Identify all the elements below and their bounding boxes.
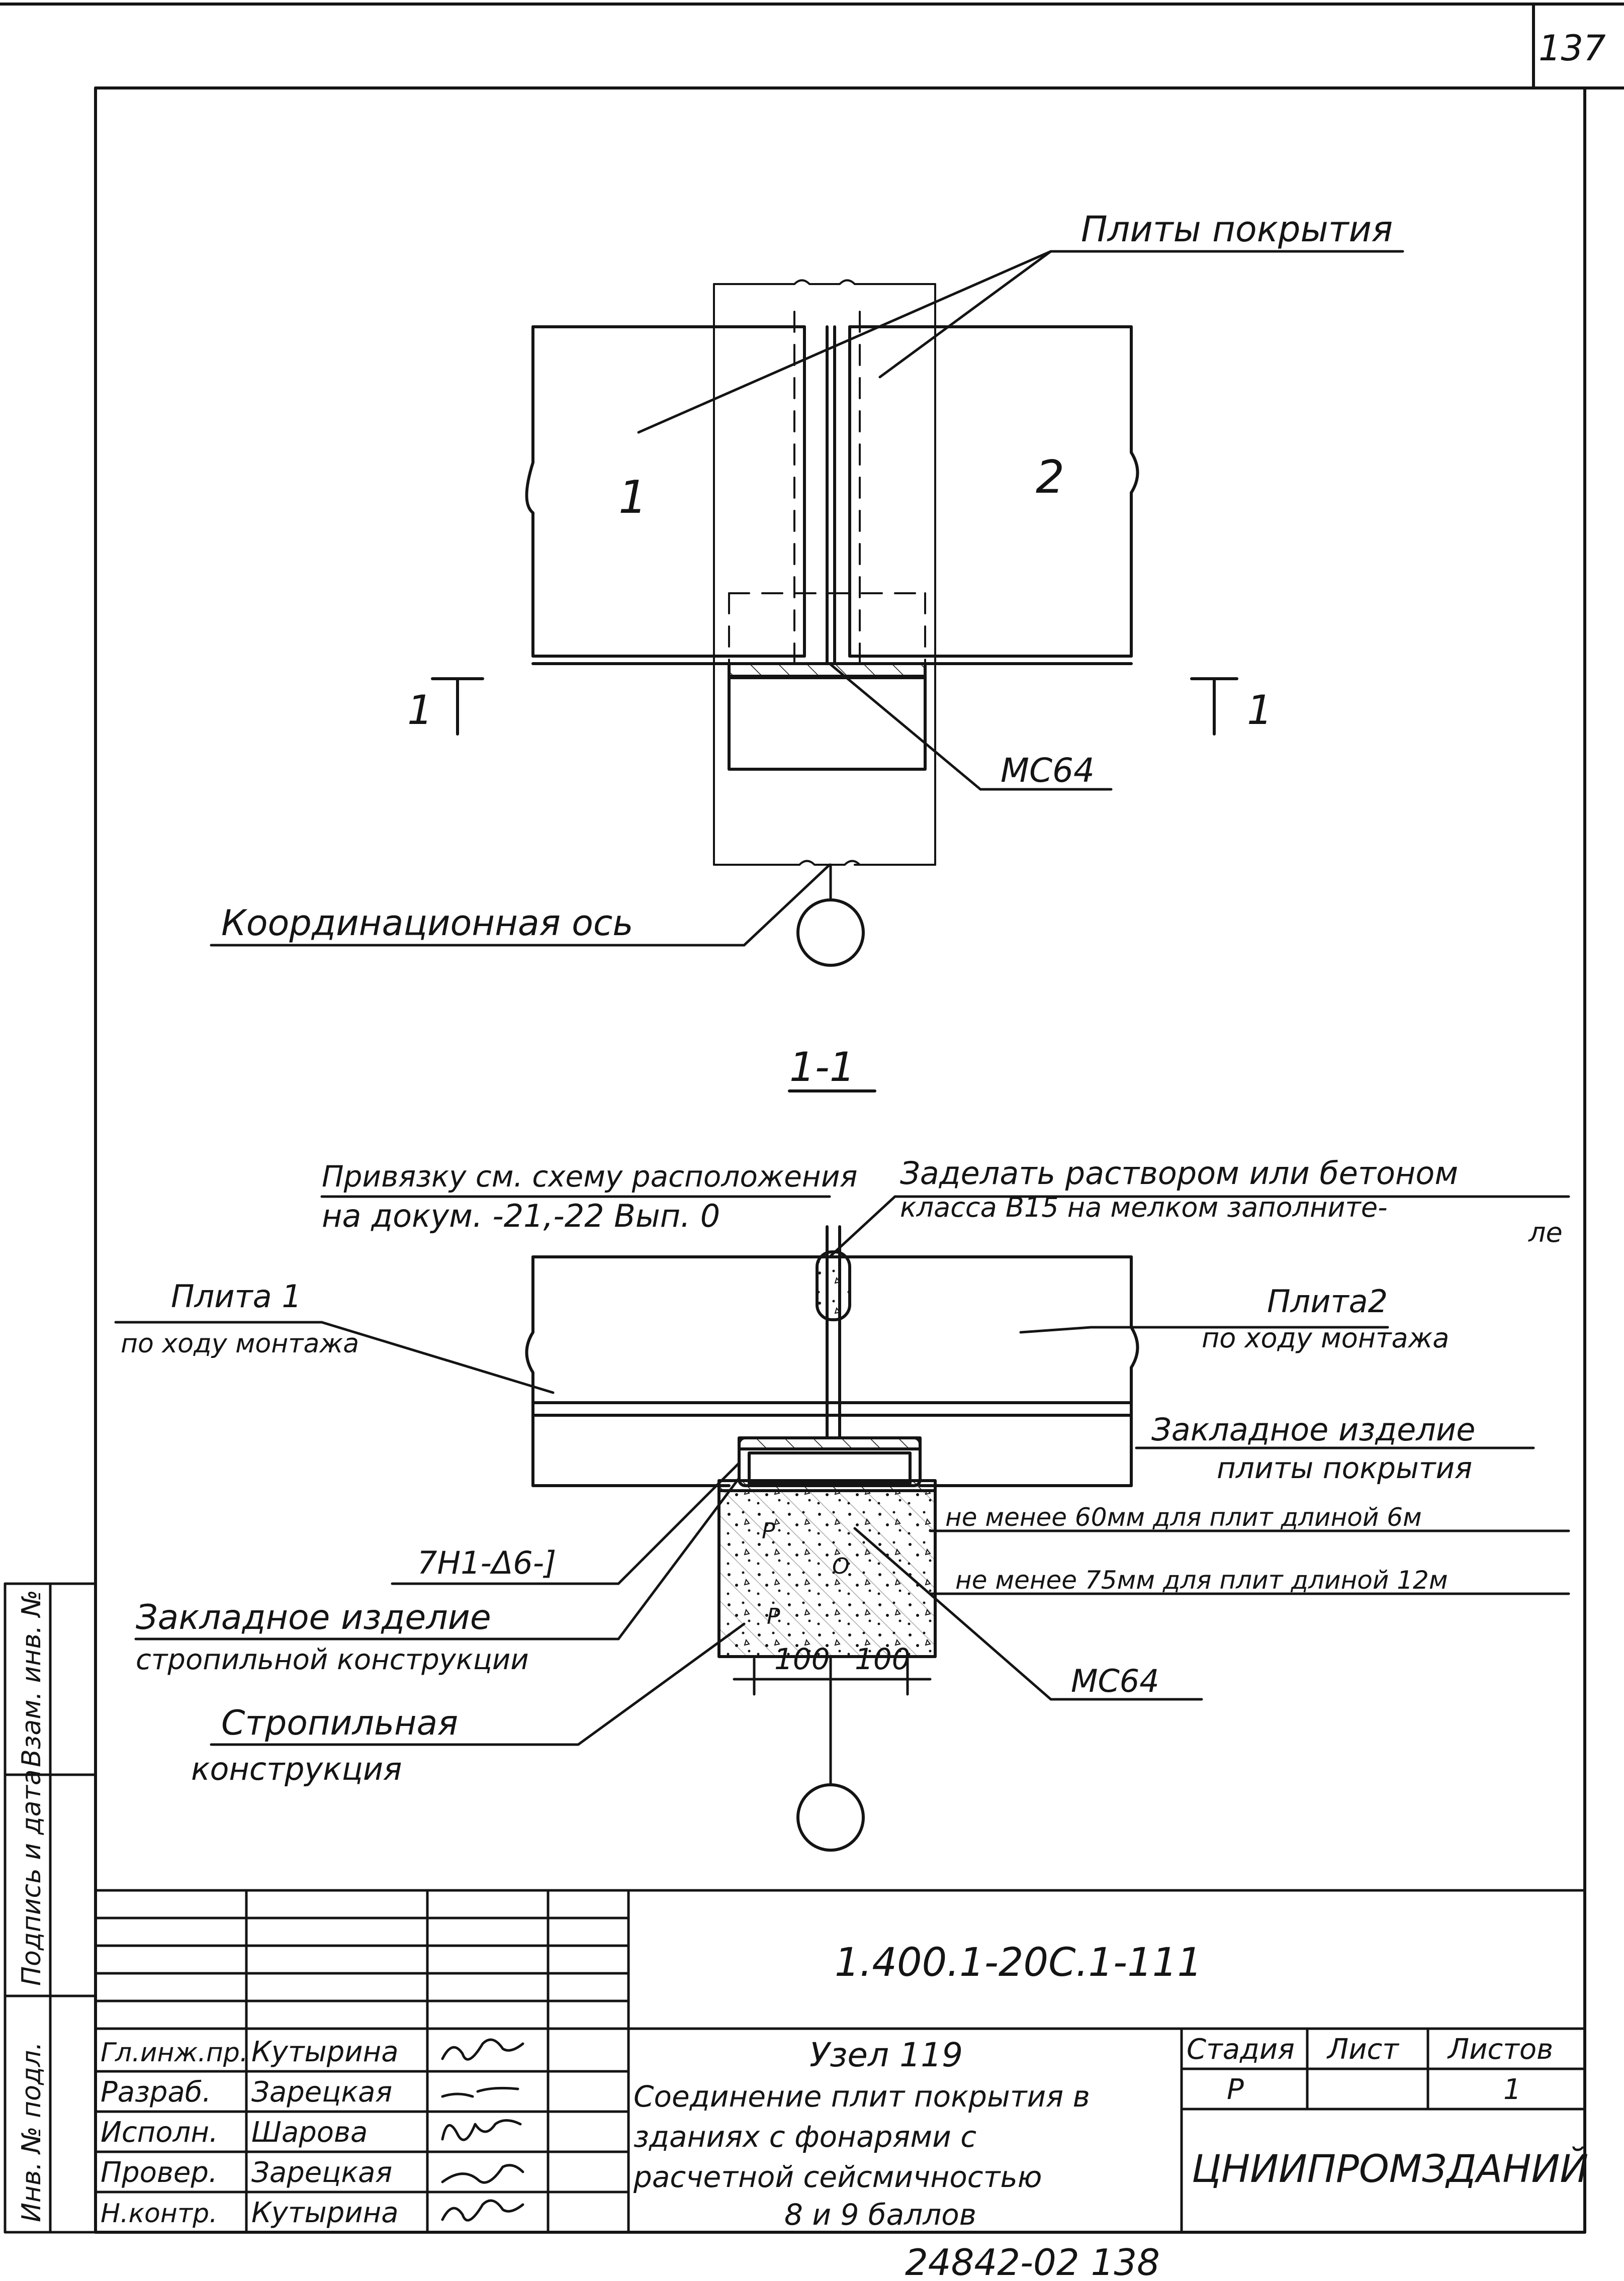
sheets-label: Листов <box>1447 2033 1553 2066</box>
role-2: Разраб. <box>101 2076 211 2109</box>
description-line-3: расчетной сейсмичностью <box>633 2160 1042 2194</box>
rafter-section <box>717 1489 937 1658</box>
weld-code: 7Н1-Δ6-] <box>417 1544 556 1581</box>
min75-note: не менее 75мм для плит длиной 12м <box>955 1566 1448 1595</box>
description-line-2: зданиях с фонарями с <box>634 2120 976 2154</box>
embed-slab-line1: Закладное изделие <box>1151 1411 1475 1448</box>
section-mark-right: 1 <box>1247 687 1273 734</box>
slab1-label-line2: по ходу монтажа <box>121 1329 359 1359</box>
role-1: Гл.инж.пр. <box>101 2038 248 2068</box>
slab1-label-line1: Плита 1 <box>171 1278 302 1315</box>
rafter-outline <box>713 279 936 866</box>
node-title: Узел 119 <box>809 2036 963 2074</box>
axis-bubble-plan <box>796 898 865 967</box>
role-5: Н.контр. <box>101 2199 218 2229</box>
plan-view: 1 1 1 2 Плиты покрытия МС64 Координацион… <box>210 209 1404 967</box>
svg-text:O: O <box>832 1554 850 1579</box>
title-block: 1.400.1-20С.1-111 Гл.инж.пр. Разраб. Исп… <box>94 1889 1588 2234</box>
axis-label: Координационная ось <box>221 902 634 944</box>
section-slab-embed <box>717 1436 937 1492</box>
doc-code: 1.400.1-20С.1-111 <box>835 1940 1202 1985</box>
sheets-value: 1 <box>1503 2073 1521 2106</box>
section-axis <box>733 1655 932 1786</box>
section-slabs <box>525 1225 1139 1487</box>
section-weld-label: МС64 <box>1071 1663 1159 1699</box>
stage-label: Стадия <box>1187 2033 1295 2066</box>
name-3: Шарова <box>251 2116 368 2149</box>
grout-capsule <box>816 1250 851 1321</box>
embed-rafter-line1: Закладное изделие <box>136 1598 491 1637</box>
grout-note-line1: Заделать раствором или бетоном <box>900 1155 1458 1192</box>
plan-slab-outlines <box>525 325 1139 665</box>
svg-text:P: P <box>762 1518 775 1544</box>
plan-embedded-plate <box>728 662 927 771</box>
rafter-bars: P O P <box>762 1518 850 1629</box>
hidden-lines <box>728 311 926 665</box>
section-mark-left: 1 <box>407 687 433 734</box>
side-stamp-cell-1: Инв. № подл. <box>17 2042 47 2222</box>
role-4: Провер. <box>101 2156 218 2189</box>
name-1: Кутырина <box>251 2036 399 2068</box>
slab2-label-line2: по ходу монтажа <box>1202 1322 1449 1354</box>
section-marks <box>431 677 1238 736</box>
side-stamp: Инв. № подл. Подпись и дата Взам. инв. № <box>4 1582 97 2234</box>
section-view: 1-1 <box>114 1044 1570 1852</box>
sheet-label: Лист <box>1326 2033 1399 2066</box>
dim-left: 100 <box>774 1642 830 1676</box>
name-4: Зарецкая <box>251 2156 392 2189</box>
name-5: Кутырина <box>251 2197 399 2229</box>
side-stamp-cell-3: Взам. инв. № <box>17 1590 47 1767</box>
page-number: 137 <box>1539 28 1606 69</box>
section-leaders <box>114 1195 1570 1746</box>
axis-bubble-section <box>796 1783 865 1852</box>
bottom-code: 24842-02 138 <box>905 2241 1160 2281</box>
plan-weld-label: МС64 <box>1001 751 1095 790</box>
sheet-frame <box>0 3 1624 2234</box>
section-title: 1-1 <box>789 1044 855 1090</box>
rafter-label-line1: Стропильная <box>221 1703 458 1743</box>
role-3: Исполн. <box>101 2116 218 2149</box>
slab-1-number: 1 <box>618 471 647 524</box>
svg-text:P: P <box>767 1604 780 1629</box>
grout-note-line3: ле <box>1528 1217 1563 1248</box>
plan-title-label: Плиты покрытия <box>1081 209 1393 250</box>
description-line-4: 8 и 9 баллов <box>784 2198 976 2232</box>
rafter-label-line2: конструкция <box>191 1751 402 1787</box>
min60-note: не менее 60мм для плит длиной 6м <box>945 1503 1422 1532</box>
stage-value: Р <box>1227 2073 1244 2106</box>
name-2: Зарецкая <box>251 2076 392 2109</box>
description-line-1: Соединение плит покрытия в <box>634 2079 1090 2114</box>
slab-2-number: 2 <box>1036 451 1064 504</box>
embed-rafter-line2: стропильной конструкции <box>136 1644 529 1676</box>
binding-note-line2: на докум. -21,-22 Вып. 0 <box>322 1198 720 1234</box>
dim-right: 100 <box>855 1642 911 1676</box>
grout-note-line2: класса В15 на мелком заполните- <box>900 1192 1388 1223</box>
side-stamp-cell-2: Подпись и дата <box>17 1769 47 1986</box>
signatures <box>441 2038 524 2222</box>
plan-leaders <box>210 250 1404 947</box>
embed-slab-line2: плиты покрытия <box>1217 1451 1472 1485</box>
binding-note-line1: Привязку см. схему расположения <box>322 1159 857 1194</box>
organization: ЦНИИПРОМЗДАНИЙ <box>1192 2146 1588 2191</box>
slab2-label-line1: Плита2 <box>1267 1283 1388 1320</box>
